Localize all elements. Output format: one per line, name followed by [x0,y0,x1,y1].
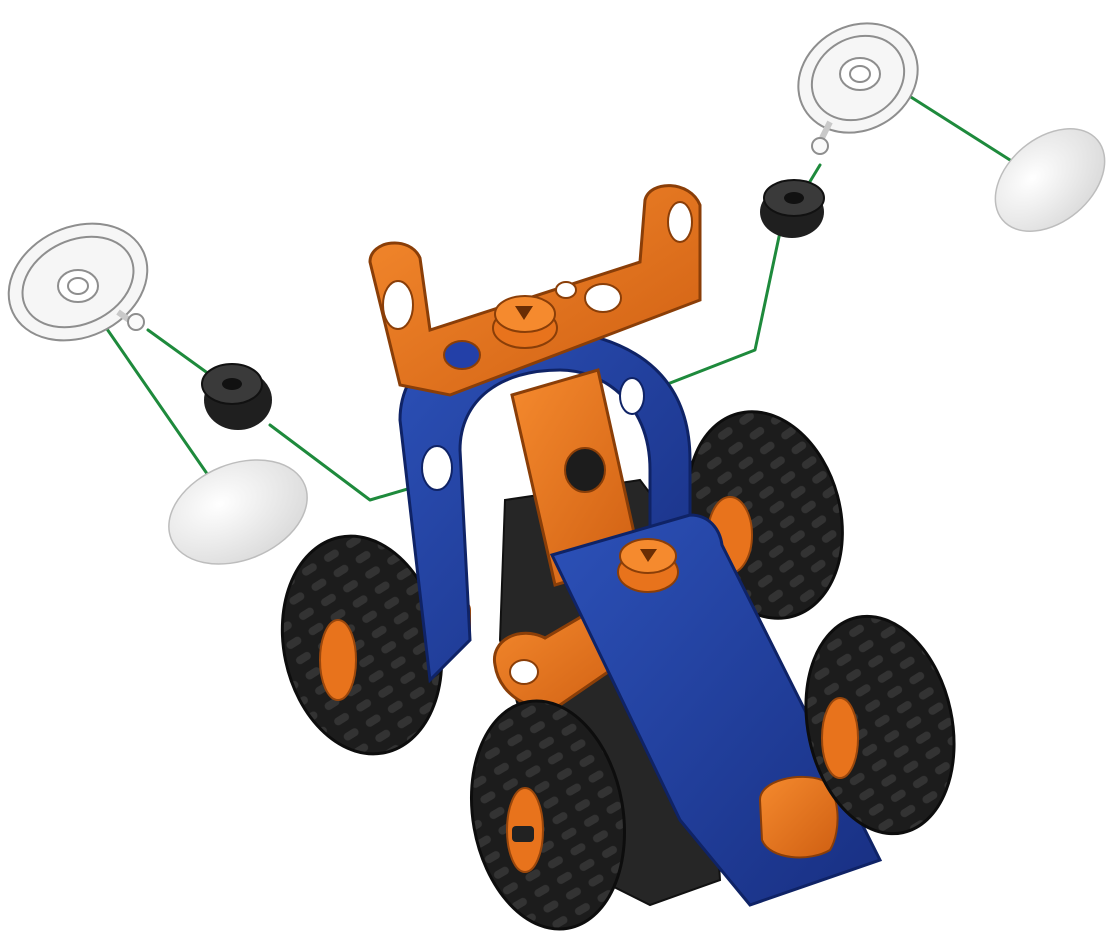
grommet-hole [784,192,804,204]
reflector-left [153,441,322,584]
strap-hole [565,448,605,492]
mirror-left [0,202,166,363]
hub [320,620,356,700]
bracket-hole [510,660,538,684]
oval-disc-icon [976,108,1115,252]
bracket-hole [668,202,692,242]
oval-disc-icon [153,441,322,584]
bracket-hole [585,284,621,312]
frame-hole [620,378,644,414]
mirror-hub [840,58,880,90]
grommet-right [760,180,824,238]
front-knob [760,777,838,857]
mirror-ball [128,314,144,330]
bracket-hole [444,341,480,369]
axle [512,826,534,842]
bracket-hole [383,281,413,329]
mirror-right [778,2,937,154]
mirror-ball [812,138,828,154]
reflector-right [976,108,1115,252]
grommet-left [202,364,272,430]
frame-hole [422,446,452,490]
bracket-hole [556,282,576,298]
grommet-hole [222,378,242,390]
car-body [263,186,973,942]
hub [822,698,858,778]
mirror-hub [58,270,98,302]
